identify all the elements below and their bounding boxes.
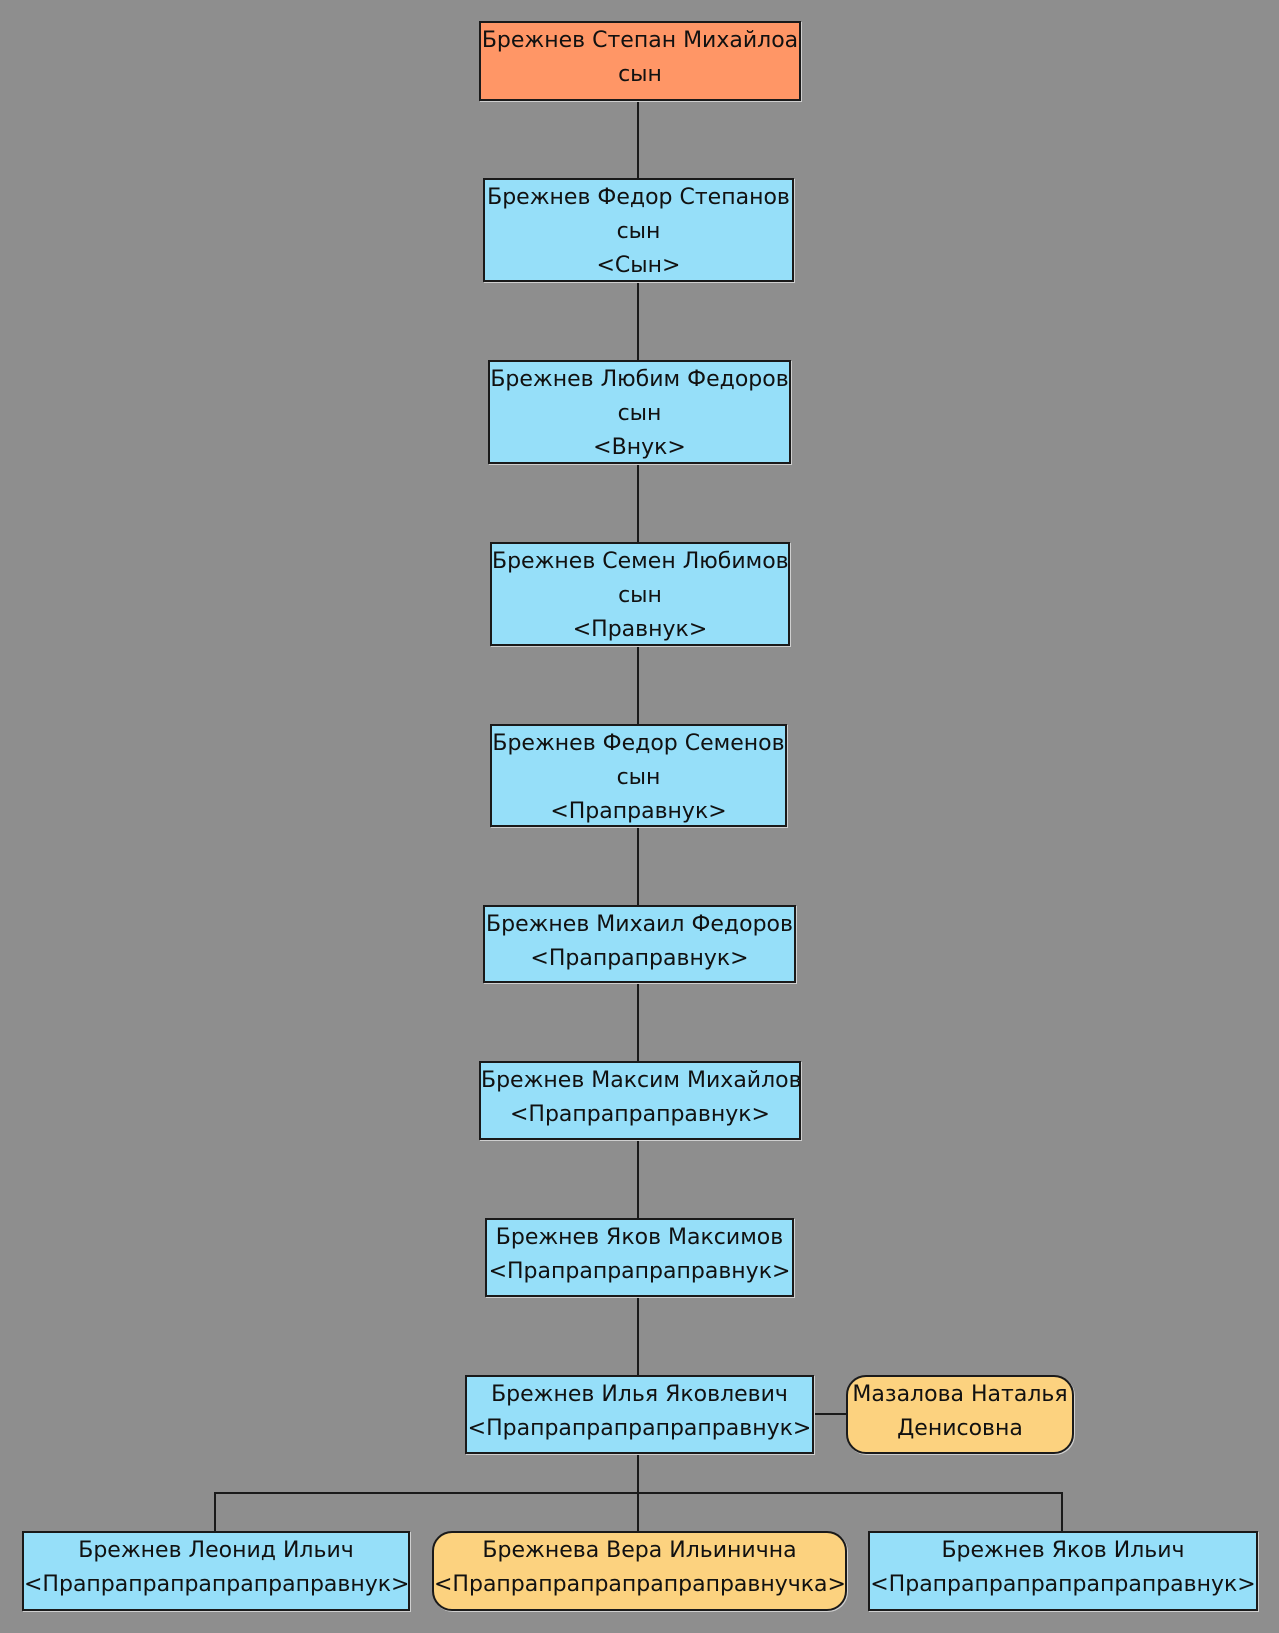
connector-stepan-fedor [637,100,639,180]
person-node-leonid[interactable]: Брежнев Леонид Ильич <Прапрапрапрапрапра… [22,1531,410,1611]
connector-mikhail-maksim [637,983,639,1063]
connector-child-leonid [214,1492,216,1533]
person-name: Брежнев Яков Максимов [495,1225,784,1250]
person-name: Брежнев Яков Ильич [941,1538,1185,1563]
person-note: сын [618,62,662,87]
person-node-yakov[interactable]: Брежнев Яков Максимов <Прапрапрапраправн… [485,1218,794,1297]
person-name-line2: Денисовна [897,1416,1023,1441]
person-node-maksim[interactable]: Брежнев Максим Михайлов <Прапрапраправну… [479,1061,802,1140]
person-name: Брежнев Степан Михайлоа [481,28,799,53]
person-relation: <Правнук> [572,617,708,642]
person-relation: <Прапрапраправнук> [509,1102,770,1127]
person-relation: <Прапраправнук> [530,946,749,971]
connector-spouse [812,1413,848,1415]
person-name: Брежнев Федор Степанов [487,185,790,210]
person-relation: <Прапрапрапрапрапраправнучка> [434,1572,846,1597]
person-node-lyubim[interactable]: Брежнев Любим Федоров сын <Внук> [488,360,791,464]
person-note: сын [618,583,662,608]
connector-child-yakov [1061,1492,1063,1533]
person-node-fedor-stepanov[interactable]: Брежнев Федор Степанов сын <Сын> [483,178,794,282]
person-name: Брежнев Максим Михайлов [481,1068,802,1093]
person-name: Брежнева Вера Ильинична [482,1538,797,1563]
person-name: Брежнев Любим Федоров [490,367,789,392]
person-node-mikhail[interactable]: Брежнев Михаил Федоров <Прапраправнук> [483,905,796,983]
person-relation: <Прапрапрапрапраправнук> [467,1416,812,1441]
connector-yakov-ilya [637,1297,639,1377]
person-name: Брежнев Илья Яковлевич [491,1382,788,1407]
person-relation: <Прапрапрапрапрапраправнук> [870,1572,1256,1597]
connector-lyubim-semen [637,464,639,544]
person-name-line1: Мазалова Наталья [852,1382,1068,1407]
person-name: Брежнев Михаил Федоров [486,912,793,937]
connector-maksim-yakov [637,1140,639,1220]
person-note: сын [616,765,661,790]
person-relation: <Праправнук> [550,799,727,824]
connector-semen-fedor [637,646,639,726]
person-node-yakov-ilich[interactable]: Брежнев Яков Ильич <Прапрапрапрапрапрапр… [868,1531,1258,1611]
person-node-semen[interactable]: Брежнев Семен Любимов сын <Правнук> [490,542,790,646]
person-note: сын [617,401,662,426]
person-node-fedor-semenov[interactable]: Брежнев Федор Семенов сын <Праправнук> [490,724,787,827]
person-note: сын [616,219,661,244]
person-relation: <Прапрапрапрапрапраправнук> [24,1572,410,1597]
person-relation: <Прапрапрапраправнук> [488,1259,791,1284]
person-node-natalya[interactable]: Мазалова Наталья Денисовна [846,1375,1074,1454]
person-name: Брежнев Федор Семенов [492,731,785,756]
person-node-vera[interactable]: Брежнева Вера Ильинична <Прапрапрапрапра… [432,1531,847,1611]
person-relation: <Сын> [596,253,681,278]
connector-fedor-lyubim [637,282,639,362]
person-node-ilya[interactable]: Брежнев Илья Яковлевич <Прапрапрапрапрап… [465,1375,814,1454]
person-node-stepan[interactable]: Брежнев Степан Михайлоа сын [479,21,801,101]
person-name: Брежнев Леонид Ильич [78,1538,354,1563]
person-name: Брежнев Семен Любимов [492,549,789,574]
person-relation: <Внук> [593,435,686,460]
connector-children-bar [214,1492,1063,1494]
connector-fedor-mikhail [637,827,639,907]
